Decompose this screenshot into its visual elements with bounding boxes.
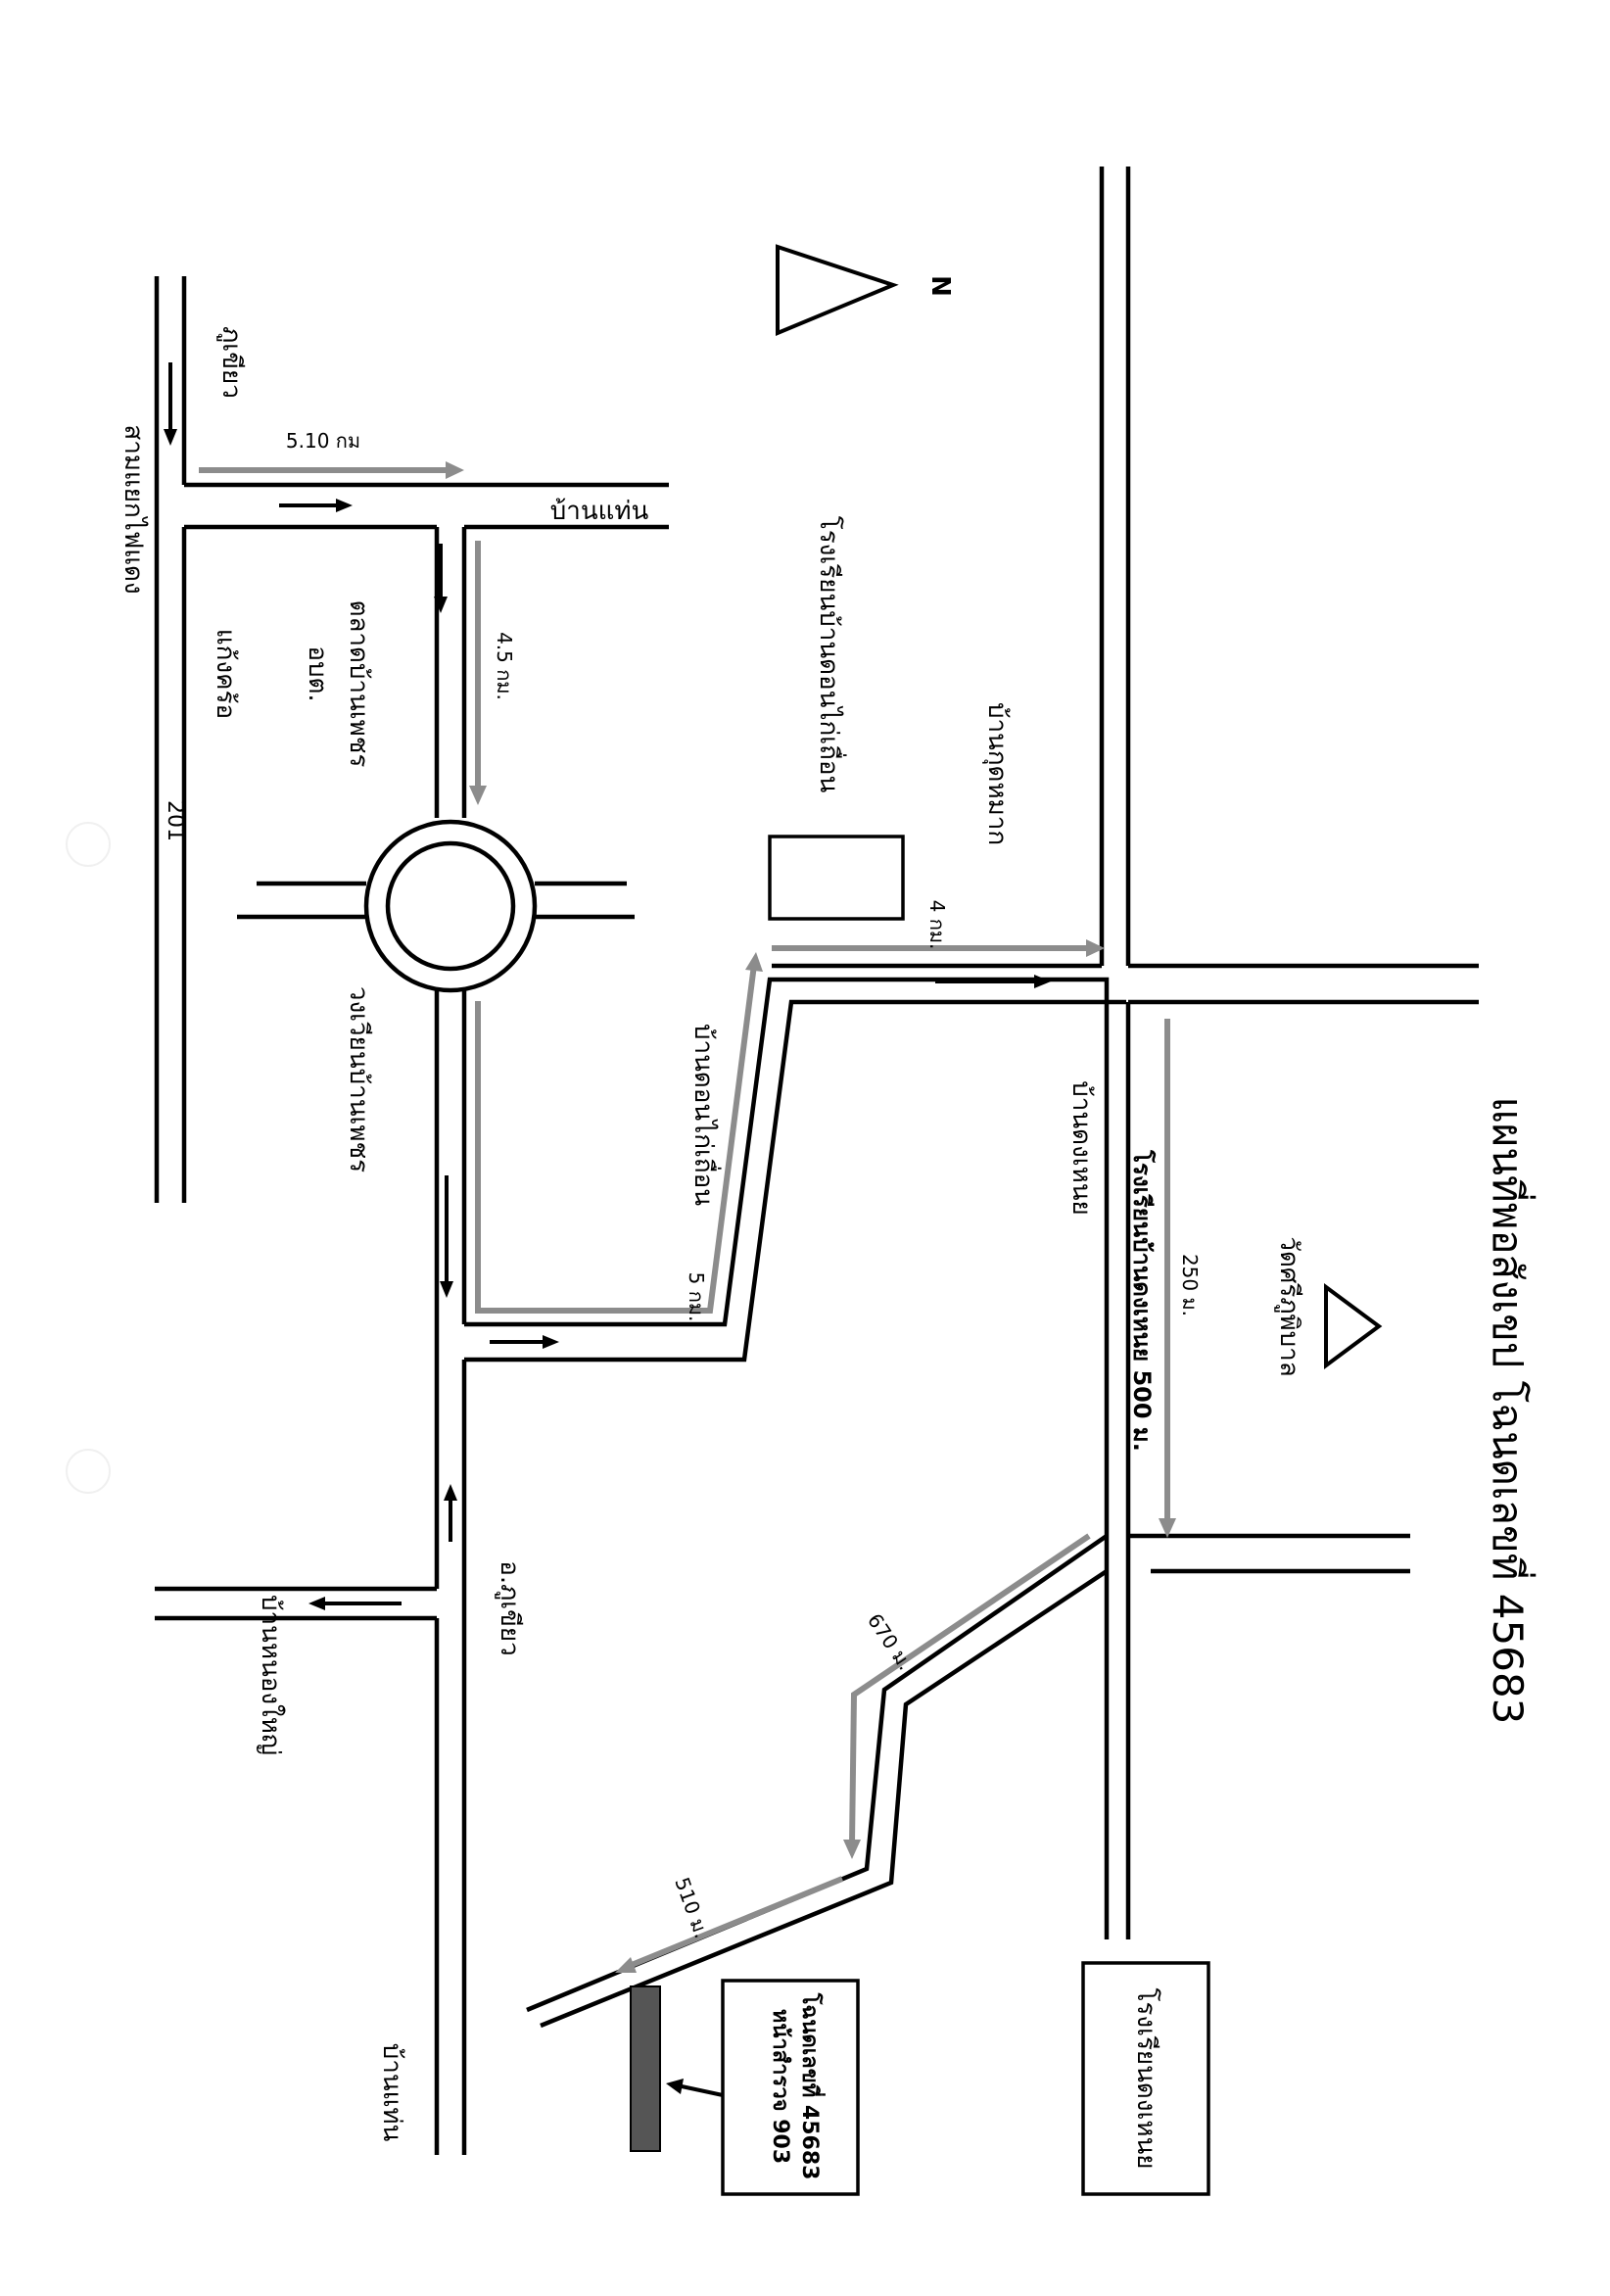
exam-location-marker	[630, 1985, 661, 2152]
direction-arrow-east-branch	[490, 1335, 559, 1349]
label-wat-si-phuthaban: วัดศรีภูพิบาล	[1274, 1236, 1303, 1376]
punch-hole-bottom	[66, 1449, 111, 1494]
direction-arrows	[164, 362, 1051, 2100]
label-ban-don-haeng: บ้านดงเหนย	[1066, 1080, 1096, 1216]
label-school-ban-don-kai-thuean: โรงเรียนบ้านดอนไก่เถื่อน	[814, 516, 847, 793]
roundabout	[237, 819, 635, 993]
distance-arrow-4km	[772, 939, 1105, 957]
road-highway-201	[154, 276, 187, 1203]
label-school-don-haeng-box: โรงเรียนดงเหนย	[1131, 1987, 1161, 2169]
direction-arrow-down-2	[440, 1175, 453, 1298]
temple-triangle-icon	[1324, 1283, 1383, 1369]
direction-arrow-west-branch	[308, 1597, 402, 1610]
distance-arrow-4-5km	[469, 541, 487, 805]
distance-arrow-250m	[1159, 1019, 1176, 1538]
label-sam-yaek-fai-daeng: สามแยกไฟแดง	[118, 424, 149, 594]
road-west-branch	[155, 1586, 437, 1621]
label-distance-4km: 4 กม.	[925, 900, 949, 950]
labels: แผนที่พอสังเขป โฉนดเลขที่ 45683 สามแยกไฟ…	[118, 326, 1536, 2179]
road-to-roundabout	[434, 527, 467, 818]
road-east-top	[772, 963, 1479, 1005]
distance-arrow-5km	[475, 952, 763, 1314]
temple-triangle	[1324, 1283, 1383, 1369]
label-school-ban-phet: วงเวียนบ้านเพชร	[344, 986, 373, 1172]
road-main-vertical	[434, 990, 467, 2155]
label-ban-kut-mak: บ้านกุดหมาก	[982, 702, 1012, 845]
label-kaeng-khro: แก้งคร้อ	[211, 629, 240, 719]
distance-arrows	[199, 461, 1176, 1973]
distance-arrow-510m	[615, 1876, 844, 1973]
direction-arrow-down-1	[434, 544, 448, 613]
label-school-don-haeng-500m: โรงเรียนบ้านดงเหนย 500 ม.	[1128, 1149, 1157, 1452]
label-talad-ban-phet: ตลาดบ้านเพชร	[344, 600, 373, 768]
label-ban-haen-top: บ้านแท่น	[550, 497, 649, 526]
label-distance-250m: 250 ม.	[1178, 1254, 1202, 1316]
punch-hole-top	[66, 822, 111, 867]
label-phu-khiao-top: ภูเขียว	[216, 326, 246, 399]
direction-arrow-east-road	[935, 975, 1051, 988]
direction-arrow-east-top	[279, 499, 353, 512]
direction-arrow-north-201	[164, 362, 177, 446]
road-diagonal	[526, 1534, 1109, 2029]
exam-room-box	[721, 1979, 860, 2196]
school-building-box	[768, 835, 905, 921]
map-title: แผนที่พอสังเขป โฉนดเลขที่ 45683	[1484, 1097, 1536, 1725]
label-distance-510km: 5.10 กม	[286, 429, 360, 453]
north-arrow-icon	[776, 244, 899, 336]
label-ban-nong-yai: บ้านหนองใหญ่	[256, 1595, 285, 1755]
roads	[154, 167, 1479, 2155]
label-highway-201: 201	[163, 800, 187, 841]
north-label: N	[925, 275, 955, 297]
distance-arrow-670m	[843, 1533, 1091, 1859]
label-amphoe-phu-khiao: อ.ภูเขียว	[495, 1560, 524, 1656]
label-exam-center-line2: หน้าสำรวจ 903	[768, 2009, 792, 2164]
direction-arrow-up-main	[444, 1484, 457, 1542]
don-haeng-school-box	[1081, 1961, 1210, 2196]
label-distance-4-5km: 4.5 กม.	[493, 632, 516, 700]
label-distance-670m: 670 ม.	[863, 1609, 918, 1675]
road-east-branch	[464, 977, 1126, 1939]
road-crossing-500m	[1128, 1533, 1410, 1574]
road-north-south-right	[1099, 167, 1131, 1939]
north-arrow: N	[776, 244, 955, 336]
label-exam-center-line1: โฉนดเลขที่ 45683	[797, 1992, 827, 2180]
label-distance-5km: 5 กม.	[685, 1272, 708, 1322]
label-ban-haen-bottom: บ้านแท่น	[377, 2043, 406, 2142]
road-ban-haen-top	[184, 482, 669, 530]
label-distance-510m: 510 ม.	[670, 1874, 713, 1940]
label-ban-don-kai-thuean: บ้านดอนไก่เถื่อน	[688, 1024, 722, 1206]
distance-arrow-510km	[199, 461, 464, 479]
label-obt: อบต.	[303, 646, 332, 701]
